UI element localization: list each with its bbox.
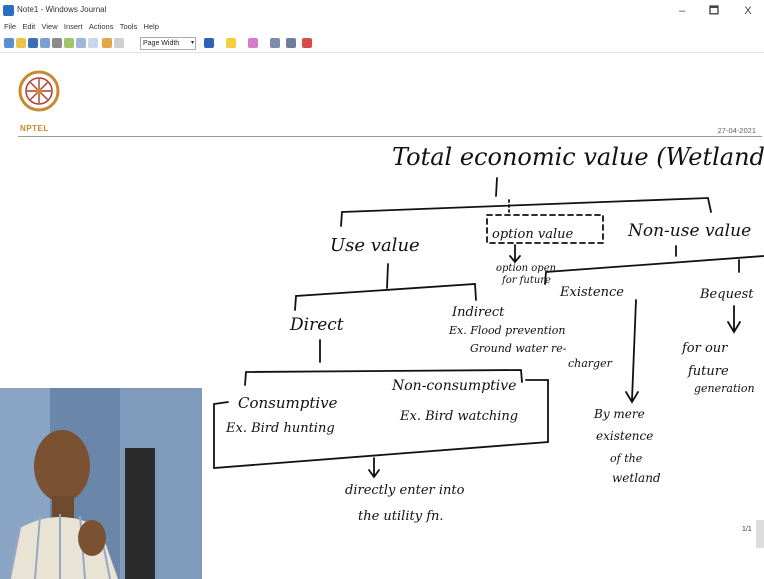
- pen-icon[interactable]: [204, 38, 214, 48]
- title-stem: [495, 177, 498, 197]
- indirect-example-2: Ground water re-: [470, 342, 567, 355]
- copy-icon[interactable]: [76, 38, 86, 48]
- utility-text-2: the utility fn.: [358, 509, 444, 524]
- indirect-example-1: Ex. Flood prevention: [448, 324, 565, 337]
- existence-note-4: wetland: [612, 471, 661, 485]
- window-title: Note1 - Windows Journal: [17, 5, 107, 14]
- menu-edit[interactable]: Edit: [22, 22, 36, 31]
- vertical-scrollbar[interactable]: [756, 520, 764, 548]
- top-bracket: [340, 197, 712, 227]
- flag-icon[interactable]: [302, 38, 312, 48]
- page-date: 27-04-2021: [717, 126, 756, 135]
- consumptive-text: Consumptive: [238, 394, 338, 412]
- non-use-value-text: Non-use value: [627, 221, 751, 241]
- nptel-logo-text: NPTEL: [20, 124, 49, 133]
- bequest-note-2: future: [687, 364, 729, 379]
- paste-icon[interactable]: [88, 38, 98, 48]
- consumptive-bracket: [213, 379, 549, 469]
- existence-arrow: [625, 299, 639, 404]
- use-value-stem: [386, 263, 389, 289]
- bequest-arrow: [727, 305, 741, 334]
- non-use-bracket: [544, 255, 764, 285]
- menu-actions[interactable]: Actions: [88, 22, 114, 31]
- bequest-text: Bequest: [699, 287, 754, 302]
- webcam-video-thumbnail: [0, 388, 202, 579]
- header-rule: [18, 136, 762, 137]
- title-text: Total economic value (Wetland): [392, 143, 764, 171]
- bequest-note-1: for our: [681, 341, 728, 356]
- non-consumptive-text: Non-consumptive: [391, 378, 516, 394]
- send-icon[interactable]: [40, 38, 50, 48]
- indirect-example-3: charger: [568, 357, 613, 370]
- existence-note-2: existence: [596, 429, 653, 443]
- menu-view[interactable]: View: [41, 22, 58, 31]
- pan-icon[interactable]: [114, 38, 124, 48]
- insert-space-icon[interactable]: [286, 38, 296, 48]
- title-bar: Note1 - Windows Journal – 🗖 X: [0, 0, 764, 22]
- option-note-2: for future: [501, 275, 551, 286]
- option-note-1: option open: [496, 263, 556, 274]
- utility-arrow: [368, 457, 380, 479]
- menu-tools[interactable]: Tools: [119, 22, 138, 31]
- maximize-button[interactable]: 🗖: [708, 5, 720, 17]
- menu-insert[interactable]: Insert: [63, 22, 83, 31]
- find-icon[interactable]: [52, 38, 62, 48]
- direct-bracket: [244, 369, 523, 386]
- page-indicator: 1/1: [742, 526, 752, 533]
- use-value-bracket: [294, 283, 477, 311]
- indirect-text: Indirect: [451, 305, 505, 320]
- menu-file[interactable]: File: [4, 22, 17, 31]
- lasso-select-icon[interactable]: [270, 38, 280, 48]
- use-value-text: Use value: [330, 235, 420, 256]
- utility-text-1: directly enter into: [345, 483, 465, 498]
- eraser-icon[interactable]: [248, 38, 258, 48]
- menu-bar: File Edit View Insert Actions Tools Help: [0, 22, 764, 34]
- chevron-down-icon: ▾: [190, 40, 194, 46]
- minimize-button[interactable]: –: [678, 5, 686, 17]
- consumptive-example: Ex. Bird hunting: [225, 421, 335, 436]
- highlighter-icon[interactable]: [226, 38, 236, 48]
- non-consumptive-example: Ex. Bird watching: [399, 409, 518, 424]
- menu-help[interactable]: Help: [143, 22, 159, 31]
- bequest-note-3: generation: [694, 382, 755, 395]
- undo-icon[interactable]: [102, 38, 112, 48]
- option-value-box: [486, 214, 604, 244]
- open-icon[interactable]: [16, 38, 26, 48]
- cut-icon[interactable]: [64, 38, 74, 48]
- close-button[interactable]: X: [744, 5, 752, 17]
- toolbar: Page Width ▾: [0, 36, 764, 53]
- direct-text: Direct: [289, 315, 344, 335]
- existence-note-3: of the: [610, 452, 643, 465]
- journal-app-icon: [3, 5, 14, 16]
- new-note-icon[interactable]: [4, 38, 14, 48]
- existence-text: Existence: [559, 285, 624, 300]
- page-width-select[interactable]: Page Width ▾: [140, 37, 196, 50]
- option-arrow: [509, 244, 521, 264]
- save-icon[interactable]: [28, 38, 38, 48]
- existence-note-1: By mere: [593, 407, 645, 421]
- option-value-text: option value: [492, 227, 573, 242]
- nptel-logo-icon: [18, 70, 60, 112]
